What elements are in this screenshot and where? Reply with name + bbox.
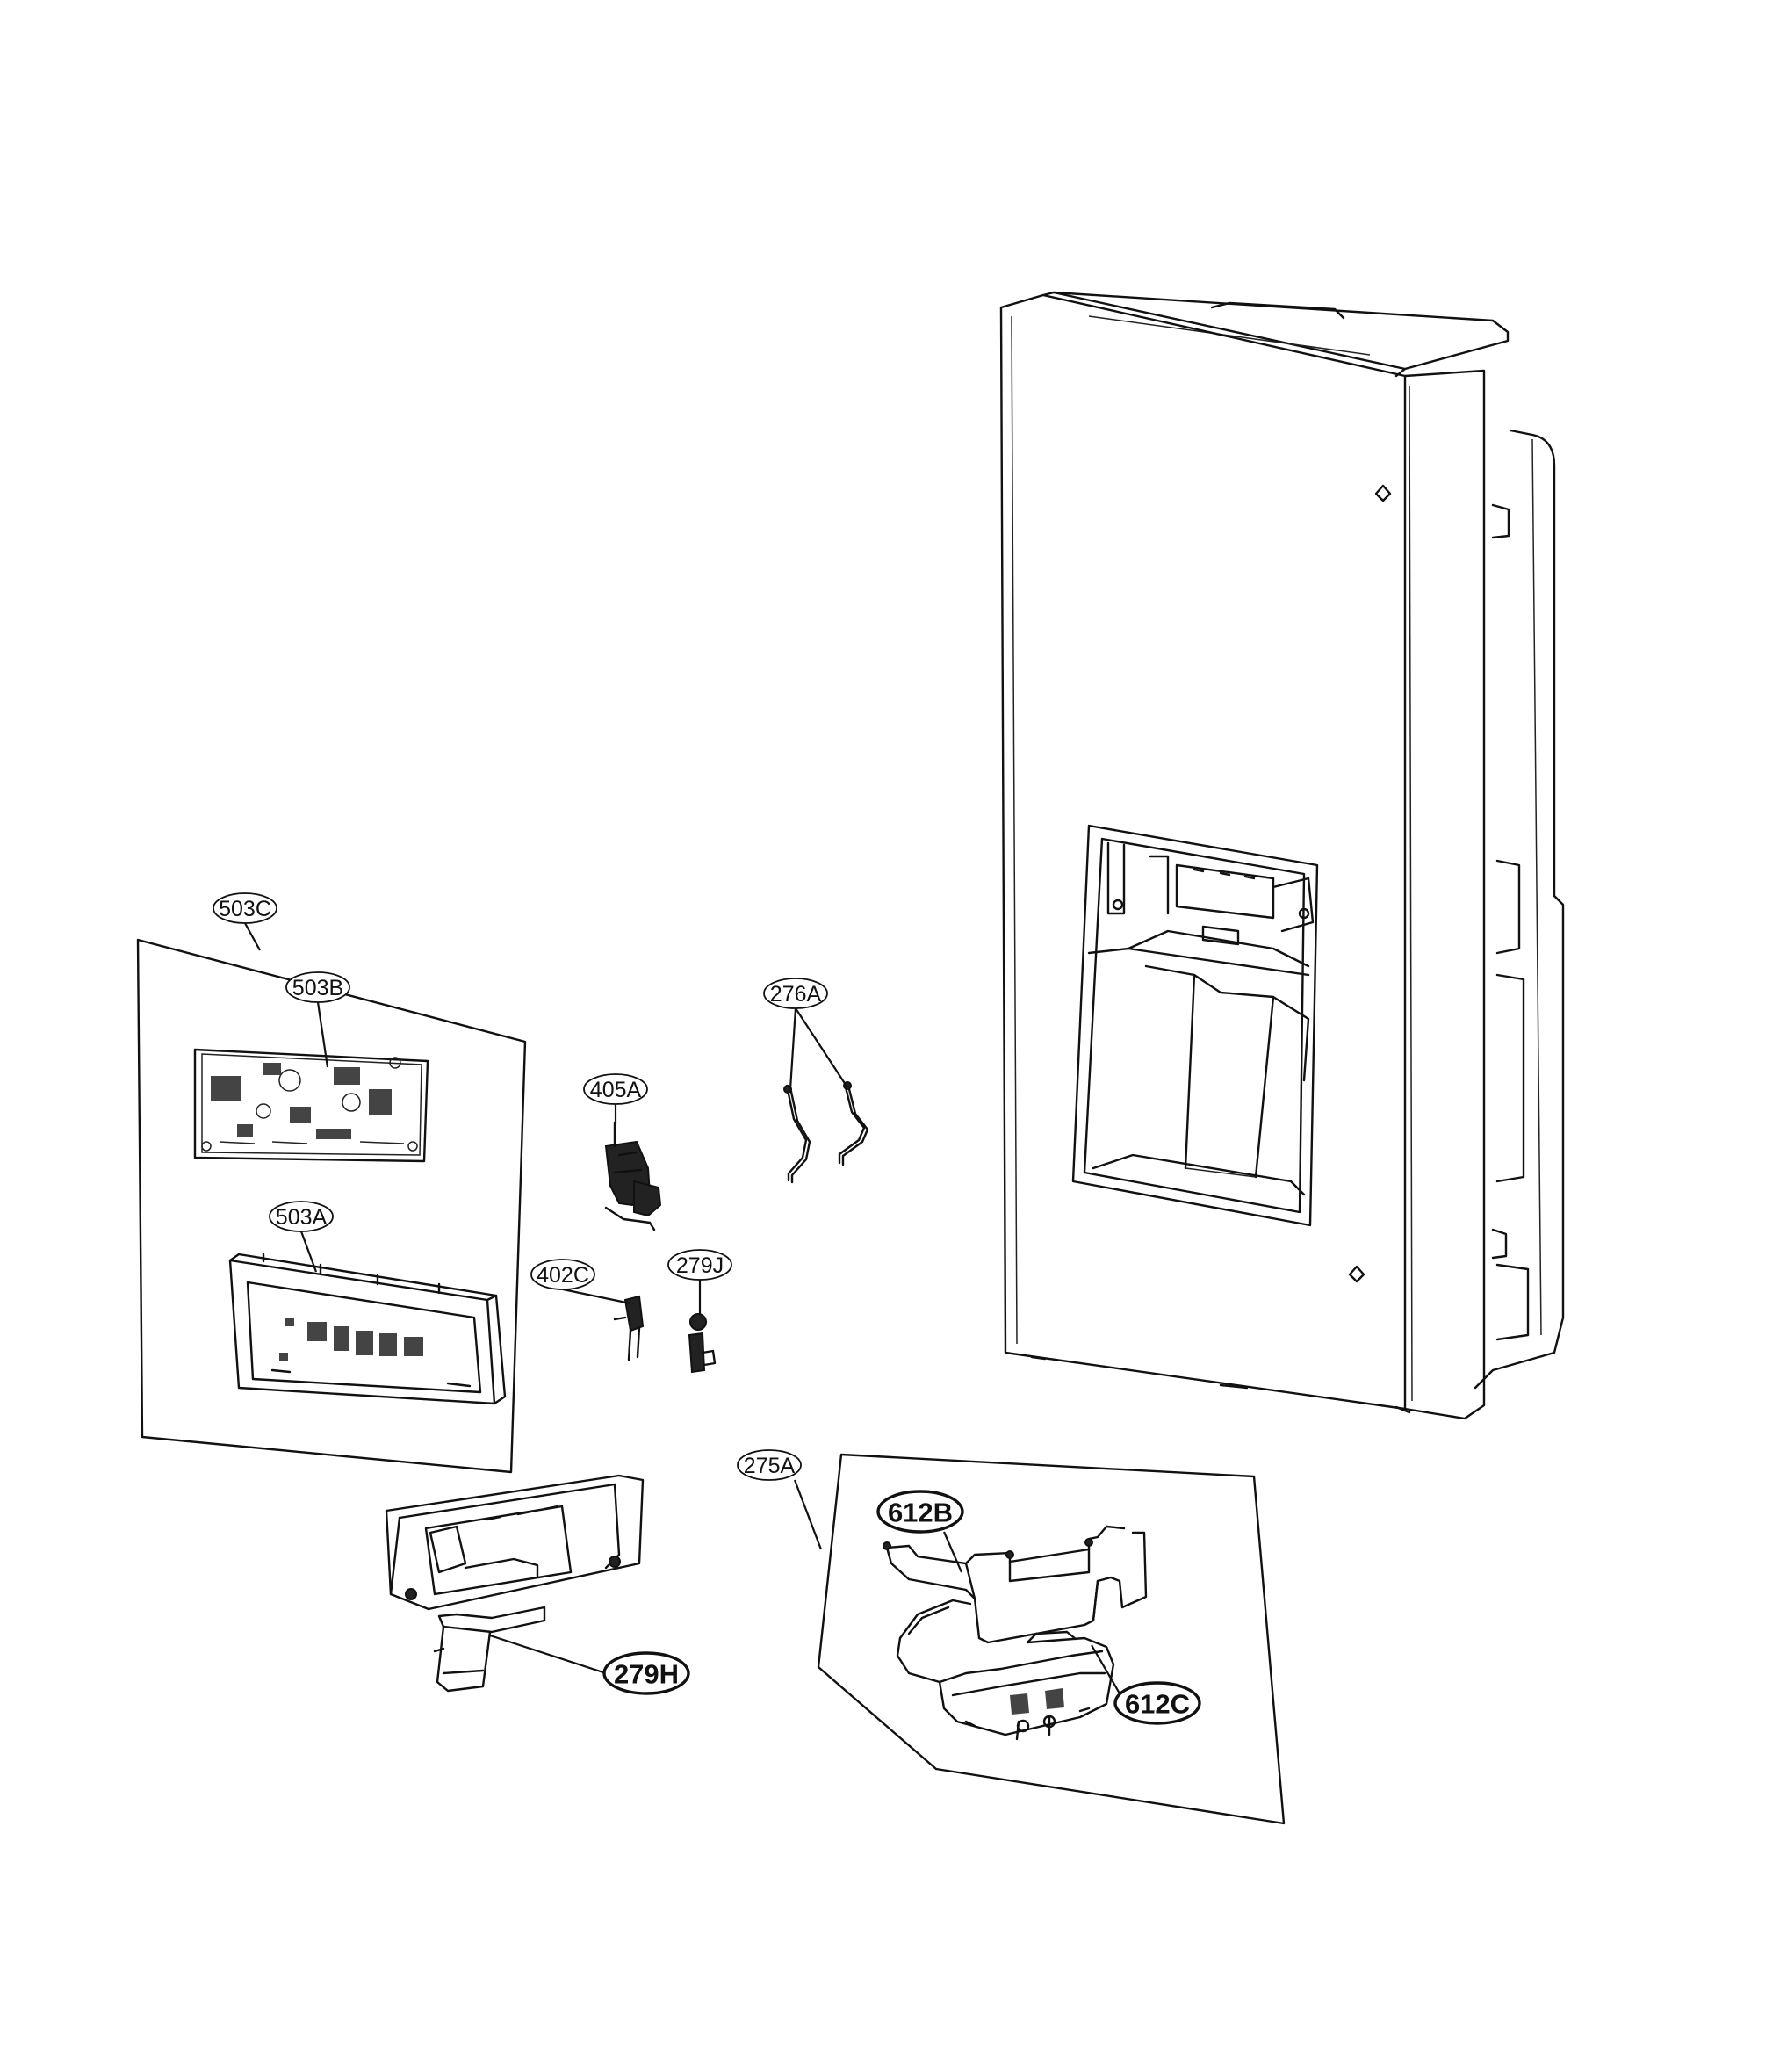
callout-503C-label: 503C xyxy=(219,897,271,921)
callout-612B-label: 612B xyxy=(888,1498,953,1528)
part-279H-dispenser-lever xyxy=(385,1474,645,1693)
group-275A-boundary xyxy=(817,1453,1286,1825)
callout-612C-label: 612C xyxy=(1125,1689,1190,1720)
part-612C-motor xyxy=(896,1599,1115,1741)
callout-405A-label: 405A xyxy=(590,1078,642,1102)
callout-276A: 276A xyxy=(763,978,828,1009)
leader-lines xyxy=(244,922,1127,1705)
callout-276A-label: 276A xyxy=(770,982,822,1007)
callout-402C-label: 402C xyxy=(537,1263,589,1288)
callout-503A-label: 503A xyxy=(276,1205,328,1230)
callout-279H: 279H xyxy=(602,1651,690,1695)
group-503C-boundary xyxy=(136,938,527,1474)
callout-612C: 612C xyxy=(1113,1681,1201,1725)
part-276A-springs xyxy=(783,1081,869,1184)
part-402C-clip xyxy=(613,1295,645,1361)
door-panel xyxy=(999,291,1565,1420)
part-405A-switch xyxy=(604,1121,662,1231)
callout-275A-label: 275A xyxy=(744,1454,796,1478)
callout-279J-label: 279J xyxy=(676,1253,724,1278)
part-503B-pcb xyxy=(193,1048,429,1163)
dispenser-recess xyxy=(1071,824,1319,1227)
part-279J-fitting xyxy=(688,1313,717,1374)
callout-503A: 503A xyxy=(269,1201,334,1232)
callout-402C: 402C xyxy=(530,1259,595,1290)
part-612B-bracket xyxy=(883,1525,1148,1644)
callout-503B-label: 503B xyxy=(292,976,343,1000)
callout-275A: 275A xyxy=(737,1449,802,1481)
callout-279H-label: 279H xyxy=(614,1659,679,1690)
callout-503B: 503B xyxy=(285,971,350,1003)
callout-612B: 612B xyxy=(876,1490,964,1534)
callout-503C: 503C xyxy=(213,892,277,924)
callout-279J: 279J xyxy=(667,1249,732,1281)
callout-405A: 405A xyxy=(583,1073,648,1105)
part-503A-display-frame xyxy=(228,1253,507,1405)
